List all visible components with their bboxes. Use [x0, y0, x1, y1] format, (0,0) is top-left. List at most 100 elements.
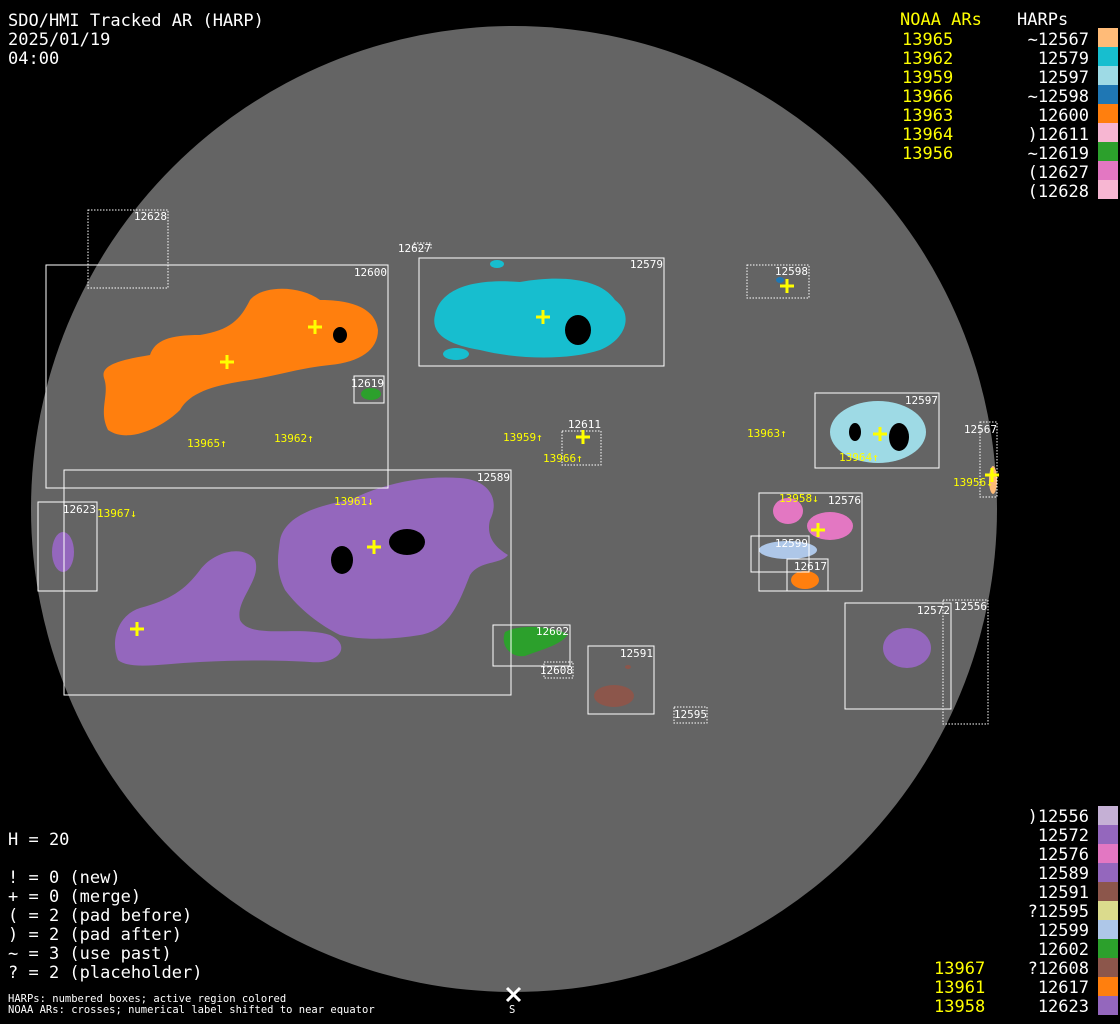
noaa-label: 13966↑ [543, 452, 583, 465]
color-swatch [1098, 104, 1118, 123]
noaa-labels: 13965↑ 13962↑ 13959↑ 13966↑ 13963↑ 13964… [97, 427, 993, 520]
harp-box-12579[interactable] [418, 257, 665, 367]
harp-legend-item: (12627 [1028, 163, 1089, 183]
noaa-legend-item: 13967 [934, 959, 985, 979]
harp-box-12617[interactable] [786, 558, 829, 592]
noaa-cross-icon[interactable] [308, 320, 322, 334]
noaa-cross-icon[interactable] [780, 279, 794, 293]
harp-box-12598[interactable] [746, 264, 810, 299]
harp-legend-item: 12602 [1038, 940, 1089, 960]
noaa-legend-item: 13962 [902, 49, 953, 69]
noaa-cross-icon[interactable] [130, 622, 144, 636]
harp-box-12572[interactable] [844, 602, 952, 710]
color-swatch [1098, 806, 1118, 825]
harp-box-12591[interactable] [587, 645, 655, 715]
harp-label: 12619 [351, 377, 384, 390]
harp-legend-item: 12600 [1038, 106, 1089, 126]
sunspot [331, 546, 353, 574]
color-swatch [1098, 85, 1118, 104]
color-swatch [1098, 882, 1118, 901]
noaa-cross-icon[interactable] [873, 427, 887, 441]
color-swatch [1098, 161, 1118, 180]
harp-box-12627[interactable] [413, 242, 432, 249]
color-swatch [1098, 901, 1118, 920]
noaa-cross-icon[interactable] [536, 310, 550, 324]
color-swatch [1098, 28, 1118, 47]
color-swatch [1098, 939, 1118, 958]
region-12617 [791, 571, 819, 589]
noaa-label: 13967↓ [97, 507, 137, 520]
sunspot [565, 315, 591, 345]
noaa-label: 13962↑ [274, 432, 314, 445]
harp-label: 12623 [63, 503, 96, 516]
harp-box-12556[interactable] [942, 599, 989, 725]
harps-legend-title: HARPs [1017, 10, 1068, 30]
south-pole-x-icon [505, 986, 522, 1003]
harp-box-12600[interactable] [45, 264, 389, 489]
noaa-cross-icon[interactable] [220, 355, 234, 369]
harp-box-12623[interactable] [37, 501, 98, 592]
harp-legend-item: 12579 [1038, 49, 1089, 69]
region-12576-part [807, 512, 853, 540]
active-regions [52, 260, 997, 707]
footer-line-1: HARPs: numbered boxes; active region col… [8, 993, 286, 1005]
noaa-cross-icon[interactable] [576, 430, 590, 444]
stat-line: + = 0 (merge) [8, 887, 141, 907]
time: 04:00 [8, 49, 59, 69]
harp-box-12595[interactable] [673, 706, 708, 724]
harp-label: 12628 [134, 210, 167, 223]
harp-label: 12600 [354, 266, 387, 279]
harp-label: 12611 [568, 418, 601, 431]
noaa-legend-title: NOAA ARs [900, 10, 982, 30]
harp-legend-item: 12599 [1038, 921, 1089, 941]
stat-line: ? = 2 (placeholder) [8, 963, 202, 983]
harp-box-12599[interactable] [750, 535, 810, 573]
harp-legend-item: )12556 [1028, 807, 1089, 827]
harp-label: 12608 [540, 664, 573, 677]
noaa-legend-item: 13956 [902, 144, 953, 164]
harp-box-12608[interactable] [543, 661, 574, 679]
noaa-label: 13959↑ [503, 431, 543, 444]
color-swatch [1098, 825, 1118, 844]
harp-legend-item: ?12595 [1028, 902, 1089, 922]
harp-legend-item: 12591 [1038, 883, 1089, 903]
harp-label: 12602 [536, 625, 569, 638]
noaa-legend-item: 13966 [902, 87, 953, 107]
region-12599 [759, 541, 817, 559]
footer-line-2: NOAA ARs: crosses; numerical label shift… [8, 1004, 375, 1016]
harp-box-12597[interactable] [814, 392, 940, 469]
h-count: H = 20 [8, 830, 69, 850]
harp-label: 12576 [828, 494, 861, 507]
region-12572 [883, 628, 931, 668]
noaa-legend-item: 13959 [902, 68, 953, 88]
harp-box-12619[interactable] [353, 375, 385, 404]
harp-label: 12597 [905, 394, 938, 407]
region-12602 [503, 626, 568, 657]
harp-box-12589[interactable] [63, 469, 512, 696]
south-label: S [509, 1004, 515, 1016]
noaa-cross-icon[interactable] [367, 540, 381, 554]
harp-label: 12556 [954, 600, 987, 613]
harp-label: 12579 [630, 258, 663, 271]
harp-legend-item: 12617 [1038, 978, 1089, 998]
harp-label: 12572 [917, 604, 950, 617]
region-12619 [361, 388, 381, 400]
harp-box-12628[interactable] [87, 209, 169, 289]
harp-labels: 12628 12627 12600 12579 12598 12619 1259… [63, 210, 997, 721]
header: SDO/HMI Tracked AR (HARP) 2025/01/19 04:… [8, 11, 264, 69]
sunspot [389, 529, 425, 555]
region-12589 [114, 477, 509, 666]
noaa-label: 13956↓ [953, 476, 993, 489]
region-12591 [594, 685, 634, 707]
harp-box-12602[interactable] [492, 624, 571, 667]
title: SDO/HMI Tracked AR (HARP) [8, 11, 264, 31]
solar-disk [31, 26, 997, 992]
color-swatch [1098, 958, 1118, 977]
noaa-cross-icon[interactable] [985, 468, 999, 482]
harp-legend-item: ~12598 [1028, 87, 1089, 107]
stats: H = 20 ! = 0 (new) + = 0 (merge) ( = 2 (… [8, 830, 202, 983]
noaa-cross-icon[interactable] [811, 523, 825, 537]
harp-box-12567[interactable] [979, 421, 998, 498]
color-swatch [1098, 844, 1118, 863]
